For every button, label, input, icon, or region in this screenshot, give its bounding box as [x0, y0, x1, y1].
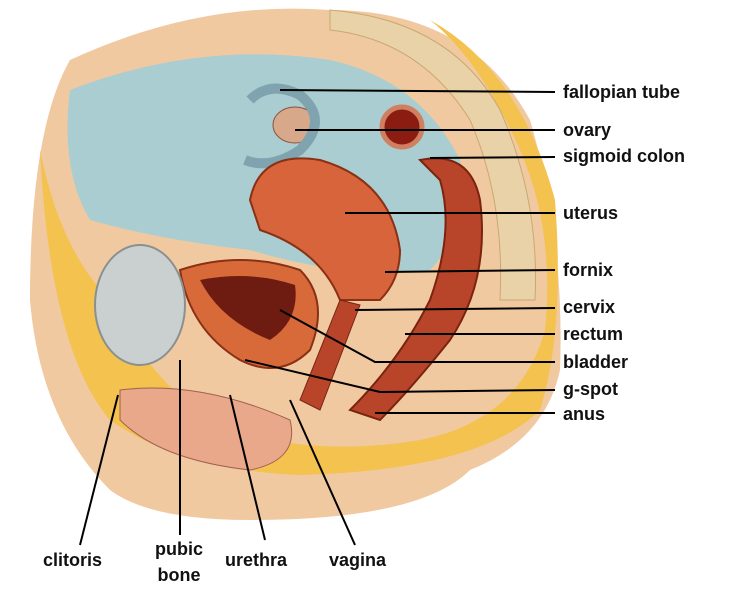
fat-layer: [40, 20, 558, 475]
pubic-bone-shape: [94, 244, 186, 366]
sigmoid-colon-rectum: [348, 157, 483, 422]
vagina-canal: [299, 299, 361, 411]
leader-lines: [79, 89, 556, 546]
label-bone: bone: [157, 565, 201, 585]
label-uterus: uterus: [563, 203, 619, 223]
label-fornix: fornix: [563, 260, 614, 280]
label-g-spot: g-spot: [563, 379, 618, 399]
label-pubic-bone: pubic bone: [148, 540, 210, 584]
label-rectum: rectum: [563, 324, 624, 344]
label-bladder: bladder: [563, 352, 629, 372]
labia: [119, 387, 293, 471]
label-clitoris: clitoris: [43, 550, 103, 570]
label-ovary: ovary: [563, 120, 612, 140]
label-anus: anus: [563, 404, 606, 424]
bladder-lumen: [200, 276, 296, 340]
label-urethra: urethra: [225, 550, 288, 570]
label-cervix: cervix: [563, 297, 616, 317]
colon-section: [379, 104, 425, 150]
label-vagina: vagina: [329, 550, 387, 570]
label-sigmoid-colon: sigmoid colon: [563, 146, 686, 166]
uterus-shape: [248, 157, 402, 301]
fallopian-tube-shape: [243, 83, 320, 169]
label-fallopian-tube: fallopian tube: [563, 82, 680, 102]
label-pubic: pubic: [155, 539, 203, 559]
